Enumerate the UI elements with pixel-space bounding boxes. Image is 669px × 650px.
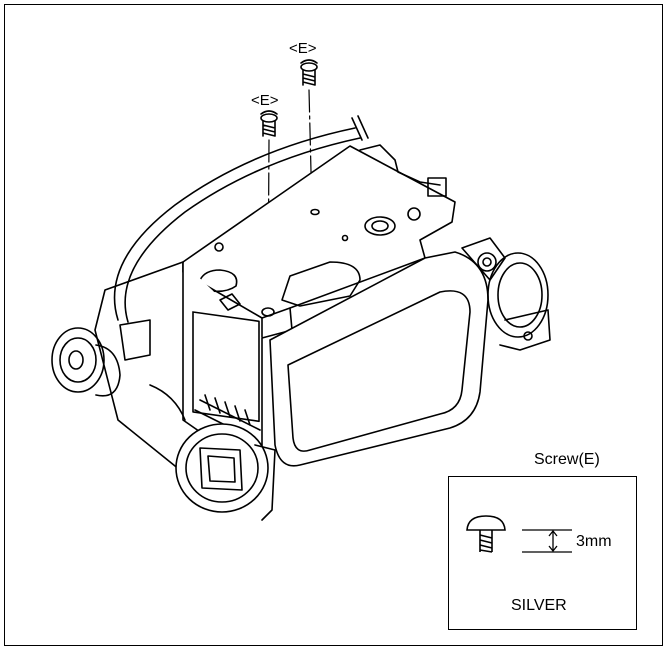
screw-spec-box: [448, 476, 637, 630]
viewfinder: [175, 423, 276, 521]
screw-top-icon: [300, 59, 318, 86]
top-plate: [182, 144, 456, 339]
spec-box-title: Screw(E): [534, 451, 600, 468]
focus-gear: [51, 327, 121, 397]
screw-callout-top: <E>: [289, 40, 317, 57]
hole-detail: [341, 234, 349, 242]
cable-loop: [113, 115, 369, 323]
latch-detail: [219, 293, 241, 311]
screw-length-label: 3mm: [576, 533, 612, 550]
screw-callout-left: <E>: [251, 92, 279, 109]
spec-screw-icon: [466, 515, 506, 553]
dimension-marks: [522, 529, 572, 553]
diagram-frame: [4, 4, 663, 646]
lens-assembly: [461, 237, 551, 351]
screw-color-label: SILVER: [511, 597, 567, 614]
screw-left-icon: [260, 110, 278, 137]
